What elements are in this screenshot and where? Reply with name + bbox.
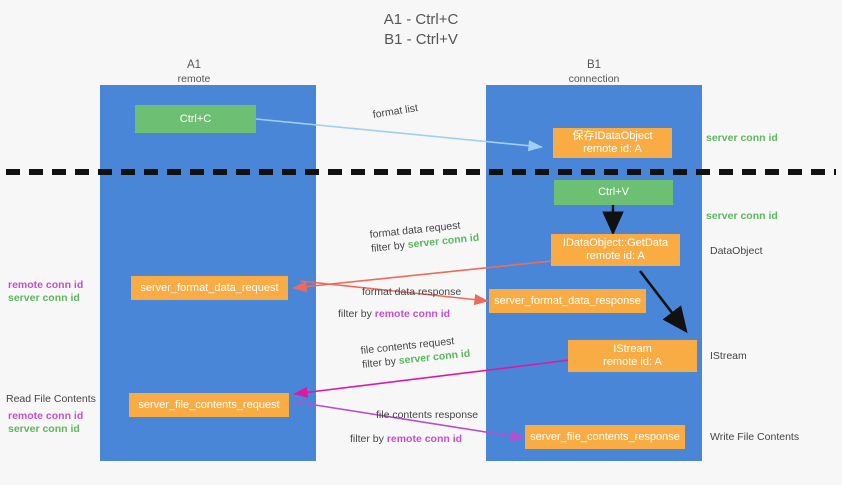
annotation-write-file-contents: Write File Contents xyxy=(710,431,800,443)
label-file-contents-response-filter: filter by remote conn id xyxy=(350,432,478,446)
box-server-format-data-request[interactable]: server_format_data_request xyxy=(131,276,288,300)
annotation-group-file-conn-ids: remote conn id server conn id xyxy=(8,410,83,436)
label-format-data-response-filter-key: remote conn id xyxy=(374,308,451,320)
box-istream-id: remote id: A xyxy=(603,356,662,368)
box-istream[interactable]: IStream remote id: A xyxy=(568,340,697,372)
annotation-read-file-contents: Read File Contents xyxy=(6,393,96,405)
annotation-remote-conn-id-2: remote conn id xyxy=(8,410,84,422)
annotation-group-format-conn-ids: remote conn id server conn id xyxy=(8,279,83,305)
arrow-format-data-request xyxy=(292,260,553,293)
annotation-server-conn-id-4: server conn id xyxy=(8,423,80,435)
box-istream-title: IStream xyxy=(613,343,652,355)
label-file-contents-response-filter-prefix: filter by xyxy=(350,433,387,445)
label-format-data-response-main: format data response xyxy=(362,286,462,298)
box-ctrl-c-label: Ctrl+C xyxy=(179,112,212,125)
box-server-file-contents-request-label: server_file_contents_request xyxy=(138,398,280,411)
column-header-a1-name: A1 xyxy=(186,59,202,71)
box-save-idataobject-title: 保存IDataObject xyxy=(572,130,653,142)
label-file-contents-response: file contents response filter by remote … xyxy=(350,408,479,446)
box-save-idataobject-id: remote id: A xyxy=(583,143,642,155)
box-server-format-data-request-label: server_format_data_request xyxy=(140,281,279,294)
box-server-format-data-response-label: server_format_data_response xyxy=(494,294,641,307)
arrow-format-list xyxy=(255,118,543,152)
box-getdata-title: IDataObject::GetData xyxy=(562,237,669,249)
column-header-a1-sub: remote xyxy=(177,73,211,85)
box-ctrl-v[interactable]: Ctrl+V xyxy=(554,180,673,205)
box-getdata-id: remote id: A xyxy=(586,250,645,262)
arrow-file-contents-request xyxy=(293,359,571,398)
box-server-file-contents-response[interactable]: server_file_contents_response xyxy=(525,425,685,449)
box-idataobject-getdata[interactable]: IDataObject::GetData remote id: A xyxy=(551,234,680,266)
label-file-contents-response-main: file contents response xyxy=(376,409,479,421)
label-file-contents-request-filter-prefix: filter by xyxy=(361,355,400,371)
annotation-remote-conn-id-1: remote conn id xyxy=(8,279,84,291)
arrow-getdata-to-istream xyxy=(638,270,688,334)
label-format-data-response-filter-prefix: filter by xyxy=(338,308,375,320)
box-ctrl-v-label: Ctrl+V xyxy=(598,186,629,198)
column-header-b1-sub: connection xyxy=(568,73,620,85)
column-header-b1-name: B1 xyxy=(586,59,602,71)
box-server-file-contents-request[interactable]: server_file_contents_request xyxy=(129,393,289,417)
title-line-2: B1 - Ctrl+V xyxy=(384,31,458,48)
column-header-b1: B1 connection xyxy=(534,58,654,86)
column-header-a1: A1 remote xyxy=(134,58,254,86)
annotation-istream: IStream xyxy=(710,350,747,362)
arrow-file-contents-response xyxy=(295,401,525,442)
box-server-format-data-response[interactable]: server_format_data_response xyxy=(489,289,646,313)
box-ctrl-c[interactable]: Ctrl+C xyxy=(135,105,256,133)
annotation-server-conn-id-3: server conn id xyxy=(8,292,80,304)
annotation-server-conn-id-2: server conn id xyxy=(706,210,778,222)
title-line-1: A1 - Ctrl+C xyxy=(383,11,459,28)
label-format-data-response: format data response filter by remote co… xyxy=(338,285,462,321)
page-title: A1 - Ctrl+C B1 - Ctrl+V xyxy=(0,10,842,50)
arrow-format-data-response xyxy=(299,280,489,306)
label-format-data-request-filter-prefix: filter by xyxy=(370,239,409,255)
label-format-data-response-filter: filter by remote conn id xyxy=(338,307,461,321)
annotation-server-conn-id-1: server conn id xyxy=(706,132,778,144)
box-save-idataobject[interactable]: 保存IDataObject remote id: A xyxy=(553,128,672,158)
box-server-file-contents-response-label: server_file_contents_response xyxy=(530,430,680,443)
annotation-dataobject: DataObject xyxy=(710,245,763,257)
label-file-contents-response-filter-key: remote conn id xyxy=(386,433,463,445)
